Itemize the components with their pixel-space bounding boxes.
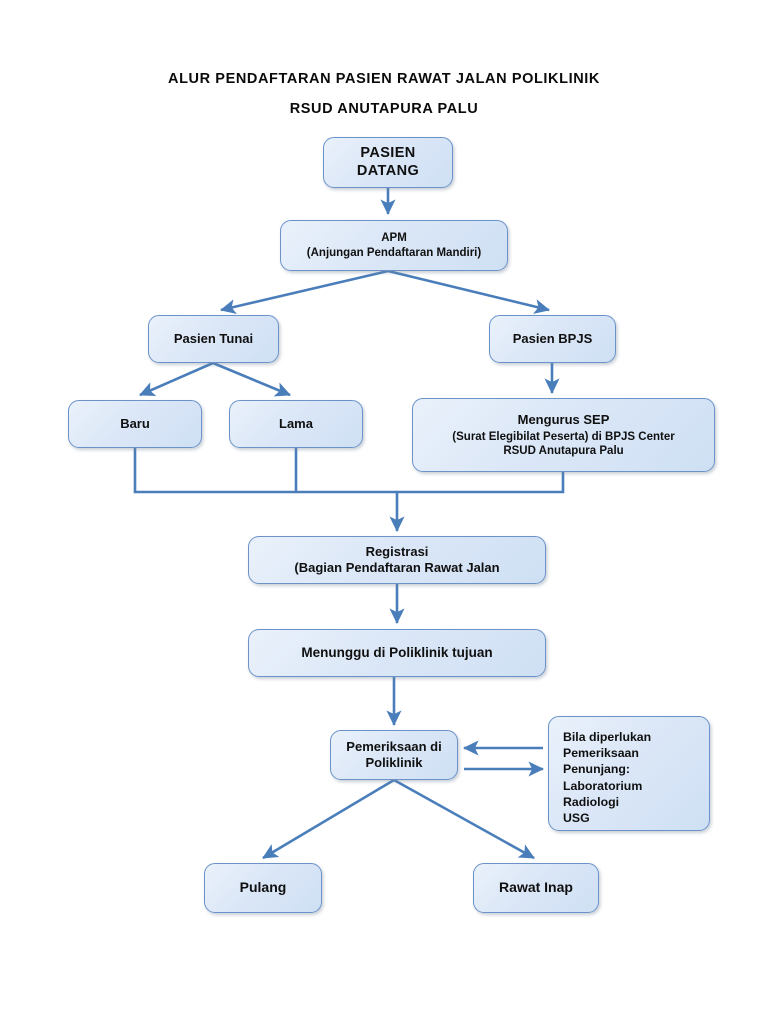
node-registrasi[interactable]: Registrasi (Bagian Pendaftaran Rawat Jal… xyxy=(248,536,546,584)
title-line-2: RSUD ANUTAPURA PALU xyxy=(289,101,479,117)
note-line-2: Pemeriksaan xyxy=(563,746,639,761)
node-menunggu-poliklinik-label: Menunggu di Poliklinik tujuan xyxy=(301,644,493,660)
edge-pasien-tunai-to-lama xyxy=(212,361,291,397)
edge-pasien-tunai-to-baru xyxy=(139,361,214,397)
node-pasien-bpjs[interactable]: Pasien BPJS xyxy=(489,315,616,363)
node-rawat-inap[interactable]: Rawat Inap xyxy=(473,863,599,913)
node-pulang[interactable]: Pulang xyxy=(204,863,322,913)
node-lama-label: Lama xyxy=(279,416,313,432)
note-line-4: Laboratorium xyxy=(563,778,643,793)
note-line-1: Bila diperlukan xyxy=(563,730,652,744)
node-apm-line-1: APM xyxy=(381,232,407,245)
node-pasien-datang-line-1: PASIEN xyxy=(360,144,416,161)
node-mengurus-sep-line-3: RSUD Anutapura Palu xyxy=(503,444,624,457)
edge-apm-to-pasien-bpjs xyxy=(387,269,551,314)
node-mengurus-sep-line-1: Mengurus SEP xyxy=(517,412,610,428)
node-pemeriksaan-penunjang-note[interactable]: Bila diperlukan Pemeriksaan Penunjang: L… xyxy=(548,716,710,831)
node-pemeriksaan-poliklinik[interactable]: Pemeriksaan di Poliklinik xyxy=(330,730,458,780)
node-registrasi-line-2: (Bagian Pendaftaran Rawat Jalan xyxy=(294,560,500,575)
note-line-3: Penunjang: xyxy=(563,762,630,777)
edge-baru-elbow xyxy=(133,448,397,494)
edge-pemeriksaan-to-rawat-inap xyxy=(393,778,535,860)
node-pasien-bpjs-label: Pasien BPJS xyxy=(512,331,593,347)
node-pasien-datang[interactable]: PASIEN DATANG xyxy=(323,137,453,188)
edge-apm-to-pasien-tunai xyxy=(219,269,389,315)
node-mengurus-sep[interactable]: Mengurus SEP (Surat Elegibilat Peserta) … xyxy=(412,398,715,472)
node-mengurus-sep-line-2: (Surat Elegibilat Peserta) di BPJS Cente… xyxy=(452,430,675,443)
edge-pemeriksaan-to-pulang xyxy=(262,778,395,860)
node-pemeriksaan-line-2: Poliklinik xyxy=(365,755,423,770)
page-title: ALUR PENDAFTARAN PASIEN RAWAT JALAN POLI… xyxy=(0,64,768,124)
node-pulang-label: Pulang xyxy=(239,879,287,896)
edge-sep-elbow xyxy=(397,472,565,494)
node-pemeriksaan-line-1: Pemeriksaan di xyxy=(346,739,442,755)
title-line-1: ALUR PENDAFTARAN PASIEN RAWAT JALAN POLI… xyxy=(168,71,600,87)
node-pasien-datang-line-2: DATANG xyxy=(356,162,420,179)
node-apm-line-2: (Anjungan Pendaftaran Mandiri) xyxy=(306,246,482,259)
note-line-5: Radiologi xyxy=(563,794,620,809)
node-baru-label: Baru xyxy=(120,416,150,432)
node-apm[interactable]: APM (Anjungan Pendaftaran Mandiri) xyxy=(280,220,508,271)
node-menunggu-poliklinik[interactable]: Menunggu di Poliklinik tujuan xyxy=(248,629,546,677)
note-line-6: USG xyxy=(563,811,590,826)
node-pasien-tunai[interactable]: Pasien Tunai xyxy=(148,315,279,363)
node-rawat-inap-label: Rawat Inap xyxy=(499,879,573,896)
node-lama[interactable]: Lama xyxy=(229,400,363,448)
node-registrasi-line-1: Registrasi xyxy=(365,544,429,560)
node-baru[interactable]: Baru xyxy=(68,400,202,448)
node-pasien-tunai-label: Pasien Tunai xyxy=(173,331,254,347)
